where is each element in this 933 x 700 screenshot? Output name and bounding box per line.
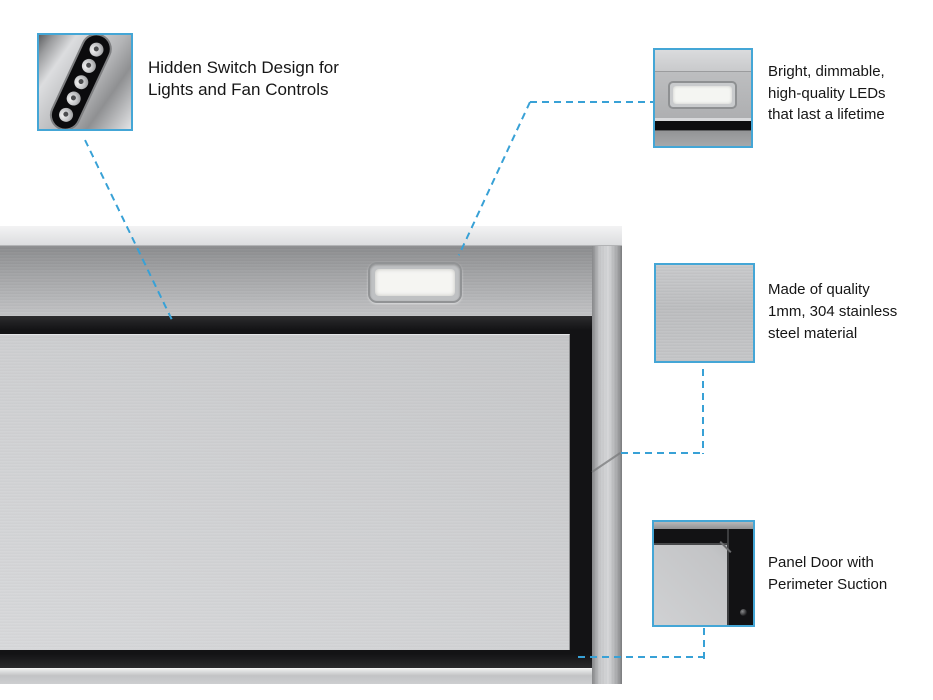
range-hood-photo xyxy=(0,226,622,684)
hood-led-light xyxy=(368,262,462,303)
led-lens xyxy=(673,86,732,104)
hood-control-band xyxy=(0,246,592,316)
leader-line-steel-vertical xyxy=(702,369,704,454)
hood-rim-strip xyxy=(654,522,753,529)
leader-line-panel-vertical xyxy=(703,628,705,659)
switch-button-icon xyxy=(86,40,106,59)
groove-stripe xyxy=(655,121,751,131)
hood-rim-strip xyxy=(655,50,751,72)
switch-button-icon xyxy=(56,105,75,124)
hood-outer-rim-top xyxy=(0,226,622,246)
panel-strip xyxy=(655,131,751,146)
groove-right xyxy=(727,529,753,625)
caption-hidden-switch: Hidden Switch Design for Lights and Fan … xyxy=(148,58,339,99)
leader-line-panel-horizontal xyxy=(578,656,706,658)
brushed-metal-texture xyxy=(0,246,592,316)
led-lens xyxy=(375,269,455,296)
screw-icon xyxy=(740,609,747,616)
stainless-steel-swatch xyxy=(656,265,753,361)
hood-outer-rim-bottom xyxy=(0,668,622,684)
hood-outer-rim-right xyxy=(592,246,622,684)
caption-led: Bright, dimmable, high-quality LEDs that… xyxy=(768,63,886,123)
led-inset-image xyxy=(653,48,753,148)
switch-button-icon xyxy=(63,89,83,108)
caption-panel-door: Panel Door with Perimeter Suction xyxy=(768,554,888,593)
panel-door xyxy=(0,334,570,650)
leader-line-steel-horizontal xyxy=(621,452,704,454)
caption-stainless-steel: Made of quality 1mm, 304 stainless steel… xyxy=(768,281,898,342)
brushed-metal-texture xyxy=(0,335,569,650)
highlight-line xyxy=(655,118,751,121)
steel-inset-image xyxy=(654,263,755,363)
switch-button-icon xyxy=(79,56,98,75)
brushed-metal-texture xyxy=(656,265,753,361)
brushed-metal-texture xyxy=(592,246,622,684)
switch-button-icon xyxy=(71,72,91,92)
panel-perimeter-groove xyxy=(0,316,592,668)
switch-inset-image xyxy=(37,33,133,131)
leader-line-led-horizontal xyxy=(530,101,653,103)
led-light-icon xyxy=(668,81,737,109)
panel-corner-inset-image xyxy=(652,520,755,627)
